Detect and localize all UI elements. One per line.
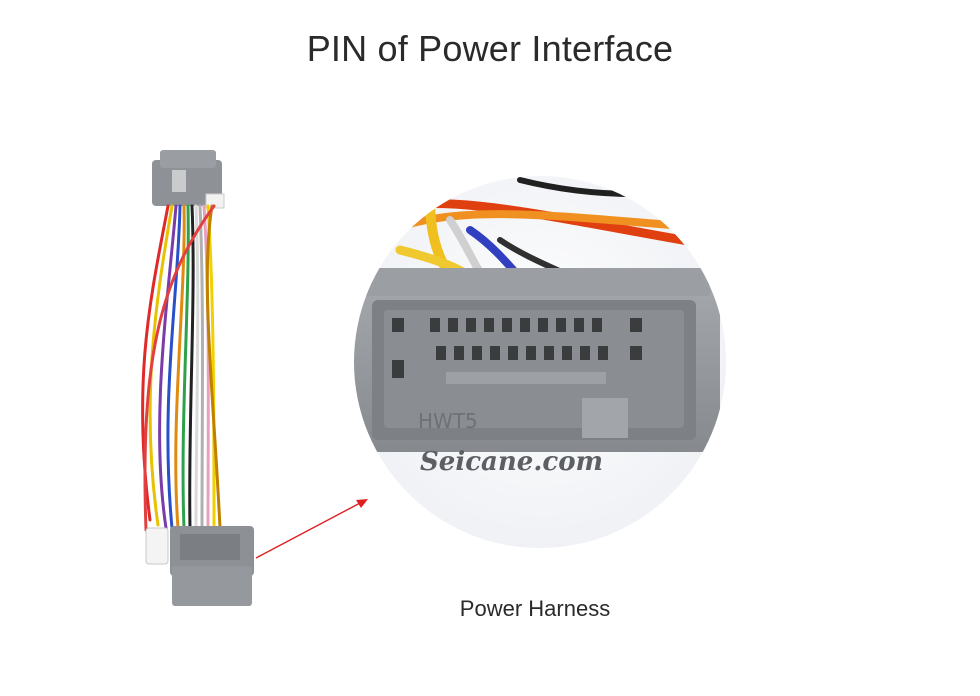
pointer-arrow-icon	[255, 499, 368, 559]
page-title: PIN of Power Interface	[306, 28, 674, 69]
connector-closeup: HWT5 Seicane.com	[354, 176, 726, 548]
connector-mark: HWT5	[418, 409, 478, 433]
harness-image	[141, 150, 254, 606]
image-caption: Power Harness	[459, 596, 611, 621]
watermark: Seicane.com	[420, 447, 603, 477]
